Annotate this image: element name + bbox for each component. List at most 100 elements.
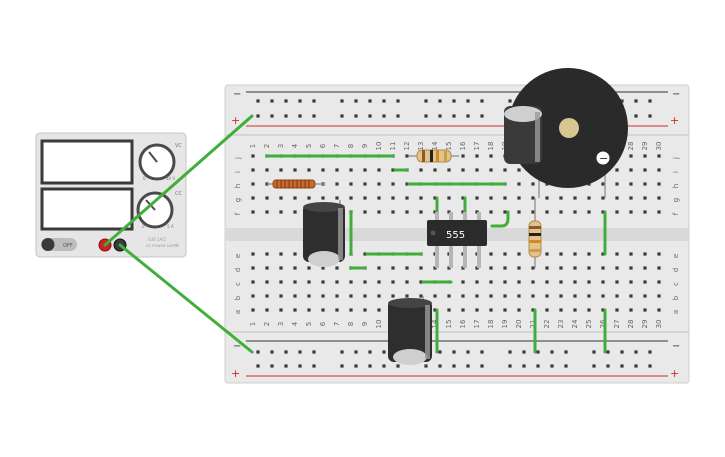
breadboard-hole[interactable] [363, 168, 367, 172]
breadboard-hole[interactable] [550, 350, 554, 354]
breadboard-hole[interactable] [489, 168, 493, 172]
breadboard-hole[interactable] [377, 294, 381, 298]
breadboard-hole[interactable] [382, 99, 386, 103]
breadboard-hole[interactable] [466, 364, 470, 368]
breadboard-hole[interactable] [433, 168, 437, 172]
breadboard-hole[interactable] [452, 114, 456, 118]
breadboard-hole[interactable] [405, 280, 409, 284]
breadboard-hole[interactable] [251, 252, 255, 256]
breadboard-hole[interactable] [545, 196, 549, 200]
breadboard-hole[interactable] [475, 168, 479, 172]
breadboard-hole[interactable] [531, 196, 535, 200]
breadboard-hole[interactable] [657, 252, 661, 256]
breadboard-hole[interactable] [550, 364, 554, 368]
breadboard-hole[interactable] [251, 266, 255, 270]
breadboard-hole[interactable] [648, 99, 652, 103]
breadboard-hole[interactable] [265, 210, 269, 214]
breadboard-hole[interactable] [335, 182, 339, 186]
breadboard-hole[interactable] [615, 196, 619, 200]
breadboard-hole[interactable] [424, 99, 428, 103]
breadboard-hole[interactable] [251, 154, 255, 158]
breadboard-hole[interactable] [354, 114, 358, 118]
breadboard-hole[interactable] [307, 168, 311, 172]
breadboard-hole[interactable] [601, 196, 605, 200]
breadboard-hole[interactable] [461, 168, 465, 172]
breadboard-hole[interactable] [438, 114, 442, 118]
breadboard-hole[interactable] [503, 308, 507, 312]
breadboard-hole[interactable] [368, 114, 372, 118]
breadboard-hole[interactable] [279, 252, 283, 256]
resistor-vertical[interactable] [528, 198, 542, 268]
breadboard-hole[interactable] [643, 168, 647, 172]
breadboard-hole[interactable] [466, 114, 470, 118]
breadboard-hole[interactable] [321, 280, 325, 284]
breadboard-hole[interactable] [419, 210, 423, 214]
breadboard-hole[interactable] [615, 210, 619, 214]
breadboard-hole[interactable] [657, 210, 661, 214]
breadboard-hole[interactable] [405, 154, 409, 158]
breadboard-hole[interactable] [517, 280, 521, 284]
breadboard-hole[interactable] [643, 252, 647, 256]
breadboard-hole[interactable] [363, 294, 367, 298]
breadboard-hole[interactable] [508, 364, 512, 368]
breadboard-hole[interactable] [433, 308, 437, 312]
breadboard-hole[interactable] [601, 252, 605, 256]
breadboard-hole[interactable] [391, 266, 395, 270]
breadboard-hole[interactable] [377, 210, 381, 214]
breadboard-hole[interactable] [531, 182, 535, 186]
breadboard-hole[interactable] [447, 168, 451, 172]
breadboard-hole[interactable] [601, 210, 605, 214]
breadboard-hole[interactable] [601, 294, 605, 298]
breadboard-hole[interactable] [312, 350, 316, 354]
breadboard-hole[interactable] [377, 196, 381, 200]
inductor[interactable] [267, 179, 325, 189]
breadboard-hole[interactable] [503, 294, 507, 298]
breadboard-hole[interactable] [405, 196, 409, 200]
breadboard-hole[interactable] [629, 294, 633, 298]
breadboard-hole[interactable] [559, 294, 563, 298]
breadboard-hole[interactable] [265, 252, 269, 256]
breadboard-hole[interactable] [629, 210, 633, 214]
breadboard-hole[interactable] [321, 266, 325, 270]
breadboard-hole[interactable] [480, 99, 484, 103]
breadboard-hole[interactable] [377, 280, 381, 284]
breadboard-hole[interactable] [452, 350, 456, 354]
breadboard-hole[interactable] [321, 168, 325, 172]
breadboard-hole[interactable] [251, 308, 255, 312]
breadboard-hole[interactable] [573, 252, 577, 256]
breadboard-hole[interactable] [466, 350, 470, 354]
breadboard-hole[interactable] [321, 308, 325, 312]
breadboard-hole[interactable] [517, 168, 521, 172]
breadboard-hole[interactable] [307, 308, 311, 312]
breadboard-hole[interactable] [629, 168, 633, 172]
power-supply[interactable]: VC 0 30 V CC 0 5 A OFF S30 1A/2 DC POWER… [35, 132, 187, 258]
breadboard-hole[interactable] [419, 266, 423, 270]
breadboard-hole[interactable] [629, 154, 633, 158]
wire-pin-to-resistor[interactable] [490, 210, 510, 228]
breadboard-hole[interactable] [657, 266, 661, 270]
breadboard-hole[interactable] [312, 99, 316, 103]
breadboard-hole[interactable] [340, 99, 344, 103]
breadboard-hole[interactable] [634, 114, 638, 118]
breadboard-hole[interactable] [489, 308, 493, 312]
breadboard-hole[interactable] [587, 308, 591, 312]
breadboard-hole[interactable] [279, 280, 283, 284]
breadboard-hole[interactable] [601, 308, 605, 312]
breadboard-hole[interactable] [396, 114, 400, 118]
breadboard-hole[interactable] [265, 280, 269, 284]
breadboard-hole[interactable] [251, 196, 255, 200]
breadboard-hole[interactable] [377, 266, 381, 270]
breadboard-hole[interactable] [307, 280, 311, 284]
breadboard-hole[interactable] [643, 210, 647, 214]
breadboard-hole[interactable] [657, 168, 661, 172]
breadboard-hole[interactable] [256, 350, 260, 354]
breadboard-hole[interactable] [363, 196, 367, 200]
ic-555[interactable]: 555 [427, 212, 487, 268]
breadboard-hole[interactable] [251, 210, 255, 214]
breadboard-hole[interactable] [573, 210, 577, 214]
breadboard-hole[interactable] [377, 308, 381, 312]
breadboard-hole[interactable] [284, 364, 288, 368]
breadboard-hole[interactable] [419, 168, 423, 172]
breadboard-hole[interactable] [601, 182, 605, 186]
